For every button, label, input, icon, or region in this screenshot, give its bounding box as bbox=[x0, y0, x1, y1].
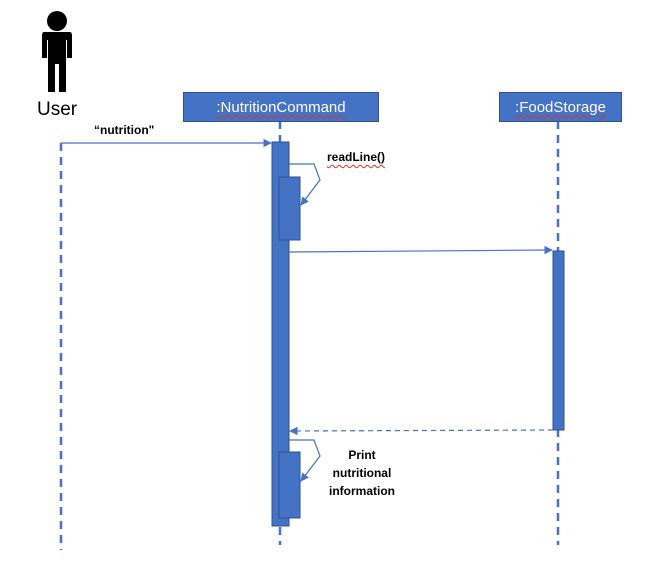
lifeline-box-food-storage: :FoodStorage bbox=[499, 92, 622, 122]
message-nutrition-to-foodstorage bbox=[288, 245, 553, 255]
actor-label: User bbox=[37, 99, 78, 120]
print-line-1: Print bbox=[348, 448, 376, 462]
print-line-3: information bbox=[329, 484, 395, 498]
food-storage-activation bbox=[552, 250, 565, 431]
user-actor-icon bbox=[42, 11, 72, 92]
print-line-2: nutritional bbox=[332, 466, 392, 480]
print-self-activation bbox=[278, 451, 301, 519]
readline-self-activation bbox=[278, 176, 301, 241]
message-print-self bbox=[289, 439, 321, 482]
lifeline-box-nutrition-command: :NutritionCommand bbox=[183, 92, 379, 122]
message-label-print: Print nutritional information bbox=[322, 446, 402, 500]
lifeline-label-nutrition-command: :NutritionCommand bbox=[216, 98, 346, 116]
message-label-readline: readLine() bbox=[327, 150, 386, 164]
return-foodstorage-to-nutrition bbox=[289, 426, 554, 436]
message-readline-self bbox=[289, 163, 321, 206]
lifeline-label-food-storage: :FoodStorage bbox=[515, 98, 606, 116]
message-label-user-call: “nutrition" bbox=[94, 123, 155, 137]
